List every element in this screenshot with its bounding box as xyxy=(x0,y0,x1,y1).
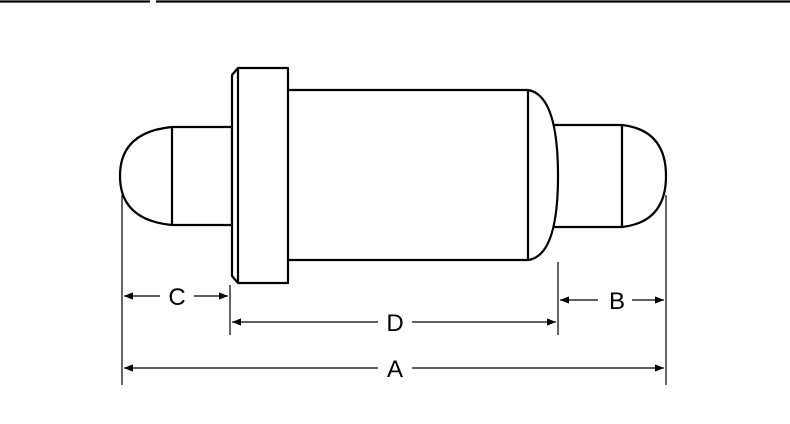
dimension-b-label: B xyxy=(609,288,625,315)
pin-flange xyxy=(230,66,290,285)
dimension-c: C xyxy=(124,284,228,311)
dimension-d: D xyxy=(232,310,556,337)
right-plunger xyxy=(551,123,668,229)
left-plunger xyxy=(118,125,234,227)
dimension-a: A xyxy=(124,356,664,383)
dimension-c-label: C xyxy=(168,284,185,311)
dimension-d-label: D xyxy=(386,310,403,337)
dimension-b: B xyxy=(560,288,664,315)
dimension-a-label: A xyxy=(387,356,403,383)
pin-body xyxy=(283,88,560,262)
extension-lines xyxy=(121,195,667,385)
